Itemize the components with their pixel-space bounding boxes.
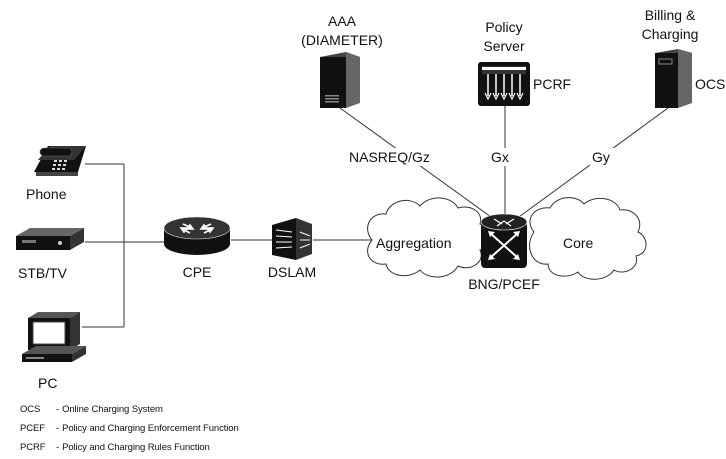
legend-abbr: PCEF [20, 423, 45, 434]
server-tower-icon [320, 52, 360, 108]
policy-server-node: Policy Server PCRF [478, 19, 571, 106]
bng-router-icon [480, 213, 528, 268]
legend-separator: - [56, 442, 60, 453]
legend-item-ocs: OCS -Online Charging System [20, 404, 163, 415]
stb-label: STB/TV [18, 265, 68, 281]
legend-separator: - [56, 423, 60, 434]
set-top-box-icon [16, 228, 84, 250]
phone-label: Phone [26, 186, 67, 202]
cloud-icon [529, 197, 647, 280]
interface-labels: NASREQ/Gz Gx Gy [347, 148, 614, 166]
legend-text: Policy and Charging Rules Function [62, 442, 210, 453]
legend-item-pcef: PCEF-Policy and Charging Enforcement Fun… [20, 423, 239, 434]
billing-title-line2: Charging [642, 26, 699, 42]
bng-label: BNG/PCEF [468, 276, 540, 292]
ocs-side-label: OCS [695, 76, 725, 92]
core-label: Core [563, 235, 594, 251]
policy-title-line2: Server [483, 38, 525, 54]
policy-server-icon [478, 62, 530, 106]
server-tower-icon [655, 49, 692, 108]
pc-label: PC [38, 375, 57, 391]
dslam-icon [272, 218, 312, 260]
bng-node: BNG/PCEF [468, 213, 540, 292]
billing-node: Billing & Charging OCS [642, 7, 725, 108]
aaa-title-line2: (DIAMETER) [301, 32, 383, 48]
cpe-label: CPE [183, 264, 212, 280]
computer-icon [22, 312, 86, 362]
pc-node: PC [22, 312, 86, 391]
dslam-label: DSLAM [268, 264, 316, 280]
legend-item-pcrf: PCRF-Policy and Charging Rules Function [20, 442, 210, 453]
legend-separator: - [56, 404, 60, 415]
legend-text: Policy and Charging Enforcement Function [62, 423, 239, 434]
aggregation-label: Aggregation [376, 235, 452, 251]
dslam-node: DSLAM [268, 218, 316, 280]
aggregation-cloud: Aggregation [367, 197, 491, 278]
policy-title-line1: Policy [485, 19, 522, 35]
telephone-icon [34, 146, 86, 176]
aaa-title-line1: AAA [328, 13, 357, 29]
legend-text: Online Charging System [62, 404, 163, 415]
billing-title-line1: Billing & [645, 7, 696, 23]
gy-label: Gy [592, 149, 610, 165]
core-cloud: Core [529, 197, 647, 280]
phone-node: Phone [26, 146, 86, 202]
legend-abbr: PCRF [20, 442, 46, 453]
aaa-node: AAA (DIAMETER) [301, 13, 383, 108]
stb-node: STB/TV [16, 228, 84, 281]
legend-abbr: OCS [20, 404, 41, 415]
nasreq-gz-label: NASREQ/Gz [349, 149, 430, 165]
router-icon [163, 216, 231, 255]
gx-label: Gx [491, 149, 509, 165]
pcrf-side-label: PCRF [533, 76, 571, 92]
cpe-node: CPE [163, 216, 231, 280]
